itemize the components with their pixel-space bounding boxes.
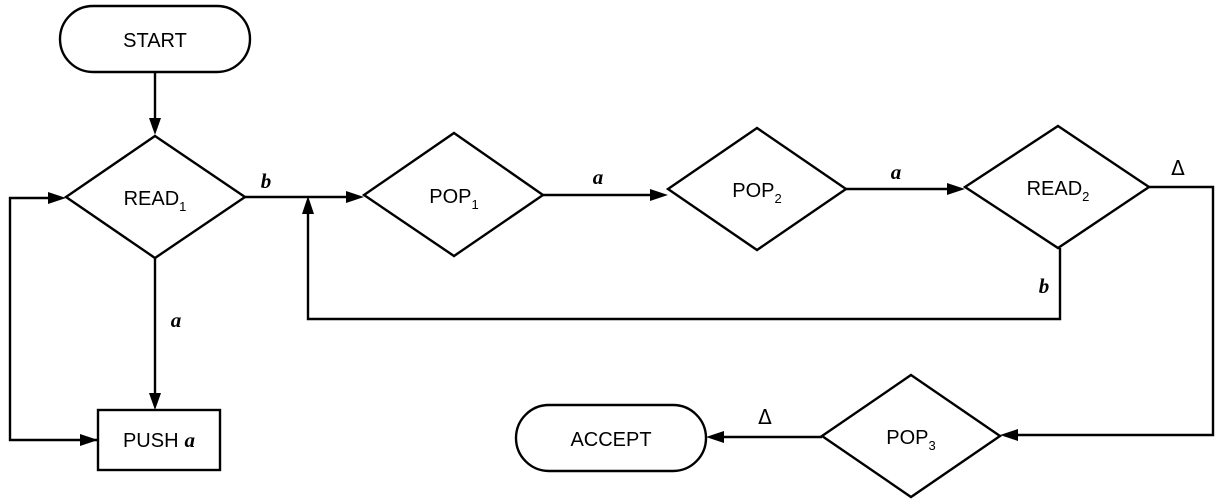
pop1-node: POP1 [361,131,546,258]
start-node: START [58,4,252,74]
start-label: START [123,30,187,52]
pop3-node: POP3 [819,373,1003,499]
push-a-node: PUSH a [96,408,222,472]
pop2-subscript: 2 [775,191,782,206]
edge-read2-pop3 [1016,185,1215,437]
pop2-label: POP [732,180,774,202]
svg-text:READ2: READ2 [1027,178,1090,204]
pop3-subscript: 3 [929,438,936,453]
read1-label: READ [124,188,180,210]
arrowhead [706,431,724,443]
arrowhead [302,196,314,214]
arrowhead [149,393,161,410]
edge-label-pop3-accept: Δ [758,405,772,429]
push-label: PUSH [123,430,179,452]
pop1-label: POP [429,186,471,208]
edge-read2-loop-pop1 [306,212,1062,321]
edge-label-read1-pop1: b [261,169,272,193]
read1-node: READ1 [63,134,248,260]
edge-label-read1-push: a [171,308,182,332]
accept-label: ACCEPT [570,429,651,451]
arrowhead [1000,429,1018,441]
read1-subscript: 1 [179,199,186,214]
arrowhead [48,192,66,204]
svg-text:POP1: POP1 [429,186,478,212]
svg-text:POP3: POP3 [886,427,935,453]
arrowhead [346,191,364,203]
edge-label-pop1-pop2: a [593,165,604,189]
edge-label-read2-loop: b [1039,274,1050,298]
edge-push-loop-read1 [8,196,98,442]
arrowhead [80,434,98,446]
read2-label: READ [1027,178,1083,200]
edge-label-pop2-read2: a [891,160,902,184]
arrowhead [947,183,965,195]
read2-subscript: 2 [1082,189,1089,204]
arrowhead [650,189,668,201]
edge-label-read2-pop3: Δ [1171,156,1185,180]
accept-node: ACCEPT [514,403,708,473]
svg-text:POP2: POP2 [732,180,781,206]
pop3-label: POP [886,427,928,449]
push-arg: a [185,428,196,452]
pop1-subscript: 1 [472,197,479,212]
arrowhead [149,118,161,135]
pop2-node: POP2 [665,126,849,252]
svg-text:READ1: READ1 [124,188,187,214]
read2-node: READ2 [962,124,1152,250]
